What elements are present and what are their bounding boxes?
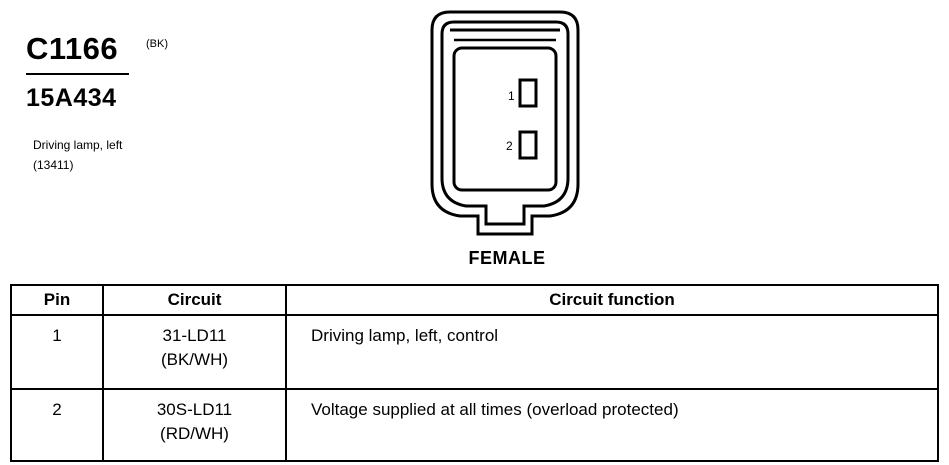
terminal-2 — [518, 130, 538, 160]
connector-face-drawing — [430, 10, 580, 236]
circuit-function: Voltage supplied at all times (overload … — [285, 388, 939, 462]
circuit-cell: 30S-LD11 (RD/WH) — [102, 388, 287, 462]
table-row: 2 30S-LD11 (RD/WH) Voltage supplied at a… — [10, 388, 939, 462]
connector-color-code: (BK) — [146, 38, 168, 50]
component-code: (13411) — [33, 158, 74, 172]
circuit-wire-color: (BK/WH) — [160, 350, 229, 369]
connector-cavity — [452, 46, 558, 192]
connector-id: C1166 — [26, 31, 119, 66]
table-header-row: Pin Circuit Circuit function — [10, 284, 939, 316]
terminal-1 — [518, 78, 538, 108]
table-row: 1 31-LD11 (BK/WH) Driving lamp, left, co… — [10, 314, 939, 390]
connector-gender-label: FEMALE — [468, 248, 546, 268]
pin-number: 2 — [10, 388, 104, 462]
header-divider — [26, 73, 129, 75]
connector-outer-shell — [430, 10, 580, 236]
component-description: Driving lamp, left — [33, 138, 123, 152]
circuit-function: Driving lamp, left, control — [285, 314, 939, 390]
header-circuit: Circuit — [102, 284, 287, 316]
pin-label-2: 2 — [506, 139, 513, 153]
pin-number: 1 — [10, 314, 104, 390]
header-circuit-function: Circuit function — [285, 284, 939, 316]
header-pin: Pin — [10, 284, 104, 316]
circuit-id: 30S-LD11 — [156, 400, 233, 419]
circuit-cell: 31-LD11 (BK/WH) — [102, 314, 287, 390]
part-number: 15A434 — [26, 84, 117, 112]
pin-table: Pin Circuit Circuit function 1 31-LD11 (… — [10, 284, 939, 462]
circuit-id: 31-LD11 — [162, 326, 227, 345]
connector-inner-shell — [440, 20, 570, 226]
circuit-wire-color: (RD/WH) — [160, 424, 229, 443]
pin-label-1: 1 — [508, 89, 515, 103]
